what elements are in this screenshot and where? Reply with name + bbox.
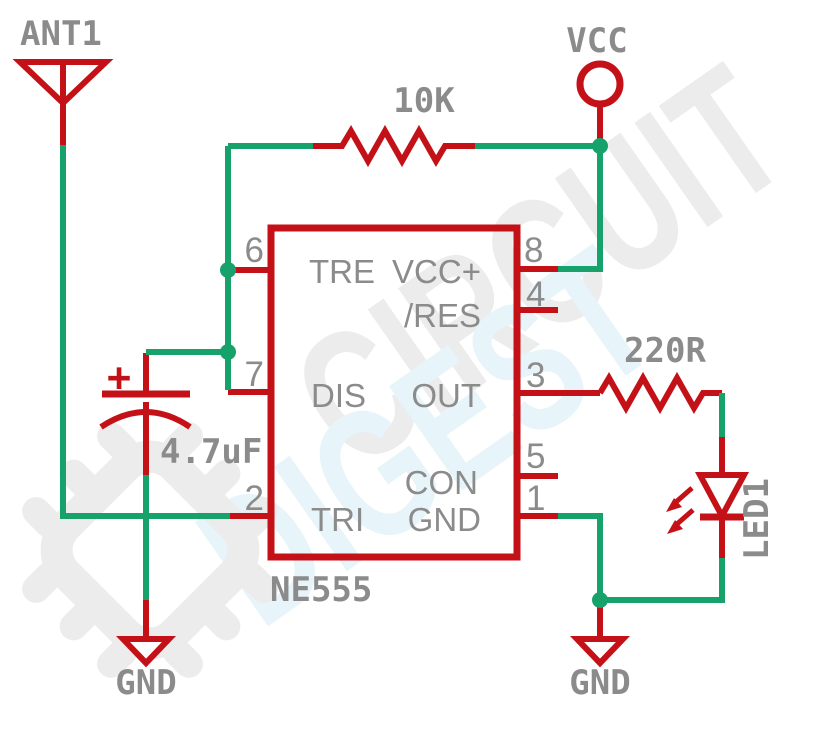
gnd-symbol-right bbox=[569, 600, 631, 668]
led-emission-arrows bbox=[666, 486, 695, 534]
pin-number-3: 3 bbox=[526, 356, 545, 395]
gnd-symbol-left bbox=[115, 600, 177, 668]
wire-antenna-to-pin2 bbox=[60, 145, 230, 519]
junction-dots bbox=[220, 138, 608, 608]
capacitor-value-label: 4.7uF bbox=[160, 432, 262, 472]
led-symbol bbox=[666, 437, 750, 558]
wire-vcc-to-pin8 bbox=[558, 146, 603, 272]
led-ref-label: LED1 bbox=[737, 478, 777, 560]
gnd-label-left: GND bbox=[115, 663, 176, 703]
pin-name-con: CON bbox=[405, 464, 478, 501]
capacitor-plus-mark: + bbox=[107, 355, 131, 401]
resistor-220r-value-label: 220R bbox=[624, 331, 706, 371]
resistor-10k-symbol bbox=[313, 124, 475, 168]
antenna-symbol bbox=[12, 59, 114, 145]
pin-name-gnd: GND bbox=[408, 501, 481, 538]
pin-name-tri: TRI bbox=[311, 501, 364, 538]
resistor-220r-symbol bbox=[597, 371, 722, 415]
vcc-port-symbol bbox=[576, 60, 624, 146]
pin-number-2: 2 bbox=[245, 479, 264, 518]
vcc-label: VCC bbox=[566, 21, 627, 61]
gnd-label-right: GND bbox=[569, 663, 630, 703]
ic-ref-label: NE555 bbox=[270, 570, 372, 610]
pin-name-res: /RES bbox=[404, 297, 481, 334]
pin-name-tre: TRE bbox=[309, 253, 375, 290]
pin-name-dis: DIS bbox=[311, 377, 366, 414]
pin-name-out: OUT bbox=[411, 377, 481, 414]
pin-number-1: 1 bbox=[526, 479, 545, 518]
pin-name-vcc: VCC+ bbox=[392, 253, 481, 290]
pin-number-5: 5 bbox=[526, 437, 545, 476]
wire-led-to-gnd bbox=[600, 558, 725, 603]
wires bbox=[60, 143, 725, 603]
pin-number-4: 4 bbox=[526, 275, 545, 314]
antenna-ref-label: ANT1 bbox=[20, 14, 102, 54]
pin-number-7: 7 bbox=[245, 355, 264, 394]
pin-number-6: 6 bbox=[245, 231, 264, 270]
pin-number-8: 8 bbox=[524, 231, 543, 270]
wire-pin1-to-gnd bbox=[558, 513, 603, 600]
capacitor-symbol bbox=[99, 353, 192, 475]
resistor-10k-value-label: 10K bbox=[393, 81, 455, 121]
